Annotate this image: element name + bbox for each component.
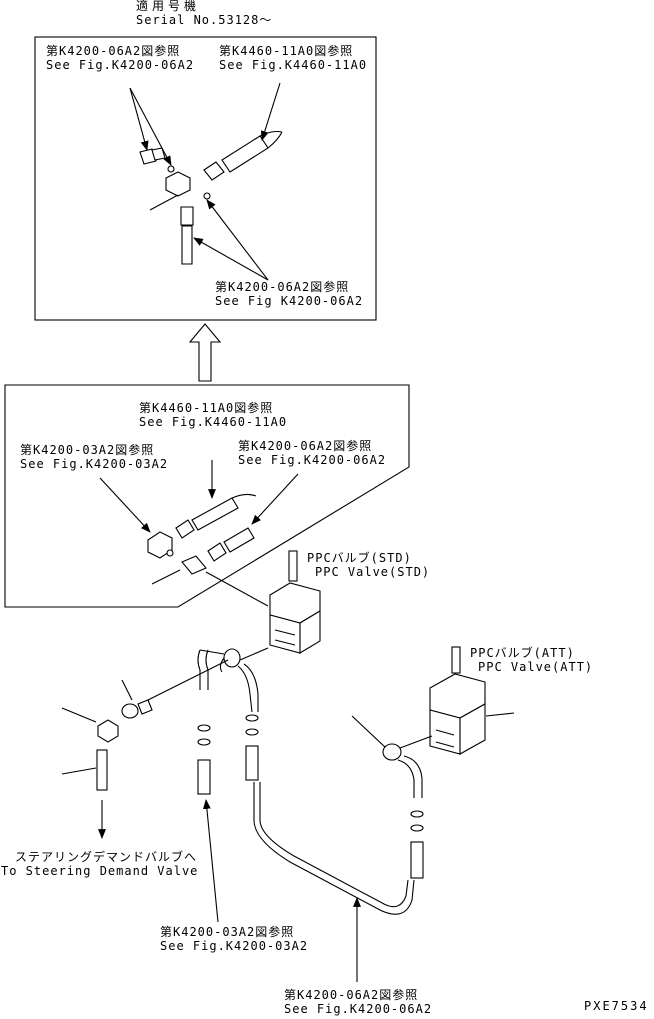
upper-detail-box [34,36,377,321]
bottom-ref-1-en: See Fig.K4200-03A2 [160,939,309,953]
lower-box-parts [147,493,257,585]
lower-ref-a-en: See Fig.K4460-11A0 [139,415,288,429]
applicable-title: 適用号機 [136,0,201,13]
ppc-std-label: PPCバルブ(STD) PPC Valve(STD) [307,551,429,579]
upper-ref-c-en: See Fig K4200-06A2 [215,294,364,308]
lower-ref-a: 第K4460-11A0図参照 See Fig.K4460-11A0 [139,401,287,429]
ppc-valve-att [429,646,515,755]
bottom-ref-2-en: See Fig.K4200-06A2 [284,1002,433,1016]
bottom-ref-1-jp: 第K4200-03A2図参照 [160,925,295,939]
lower-ref-c: 第K4200-06A2図参照 See Fig.K4200-06A2 [238,439,386,467]
bottom-ref-1: 第K4200-03A2図参照 See Fig.K4200-03A2 [160,925,308,953]
upper-ref-c-jp: 第K4200-06A2図参照 [215,280,350,294]
bottom-ref-2-jp: 第K4200-06A2図参照 [284,988,419,1002]
lower-leader-lines [99,460,299,533]
ppc-att-jp: PPCバルブ(ATT) [470,646,575,660]
upper-ref-b-jp: 第K4460-11A0図参照 [219,44,354,58]
bottom-ref-2: 第K4200-06A2図参照 See Fig.K4200-06A2 [284,988,432,1016]
lower-ref-a-jp: 第K4460-11A0図参照 [139,401,274,415]
drawing-code: PXE7534 [584,999,649,1013]
upper-ref-c: 第K4200-06A2図参照 See Fig K4200-06A2 [215,280,363,308]
left-fittings [61,679,153,791]
std-piping [197,647,415,915]
ppc-att-label: PPCバルブ(ATT) PPC Valve(ATT) [470,646,592,674]
upper-ref-b: 第K4460-11A0図参照 See Fig.K4460-11A0 [219,44,367,72]
steering-en: To Steering Demand Valve [1,864,199,878]
lower-ref-b: 第K4200-03A2図参照 See Fig.K4200-03A2 [20,443,168,471]
upper-ref-a-jp: 第K4200-06A2図参照 [46,44,181,58]
applicable-serial-label: 適用号機 Serial No.53128～ [136,0,272,27]
ppc-att-en: PPC Valve(ATT) [478,660,594,674]
lower-ref-b-jp: 第K4200-03A2図参照 [20,443,155,457]
ppc-std-en: PPC Valve(STD) [315,565,431,579]
lower-detail-box [4,384,410,608]
bottom-leader-1 [202,799,219,923]
lower-ref-b-en: See Fig.K4200-03A2 [20,457,169,471]
upper-ref-a-en: See Fig.K4200-06A2 [46,58,195,72]
steering-jp: ステアリングデマンドバルブへ [15,850,198,864]
lower-ref-c-en: See Fig.K4200-06A2 [238,453,387,467]
upper-box-parts [139,130,283,265]
ppc-valve-std [269,550,321,654]
upper-ref-b-en: See Fig.K4460-11A0 [219,58,368,72]
steering-label: ステアリングデマンドバルブへ To Steering Demand Valve [1,850,198,878]
upper-leader-lines [129,82,281,281]
upper-ref-a: 第K4200-06A2図参照 See Fig.K4200-06A2 [46,44,194,72]
att-piping [351,715,433,879]
serial-number: Serial No.53128～ [136,13,273,27]
lower-ref-c-jp: 第K4200-06A2図参照 [238,439,373,453]
hollow-up-arrow [188,323,222,382]
ppc-std-jp: PPCバルブ(STD) [307,551,412,565]
